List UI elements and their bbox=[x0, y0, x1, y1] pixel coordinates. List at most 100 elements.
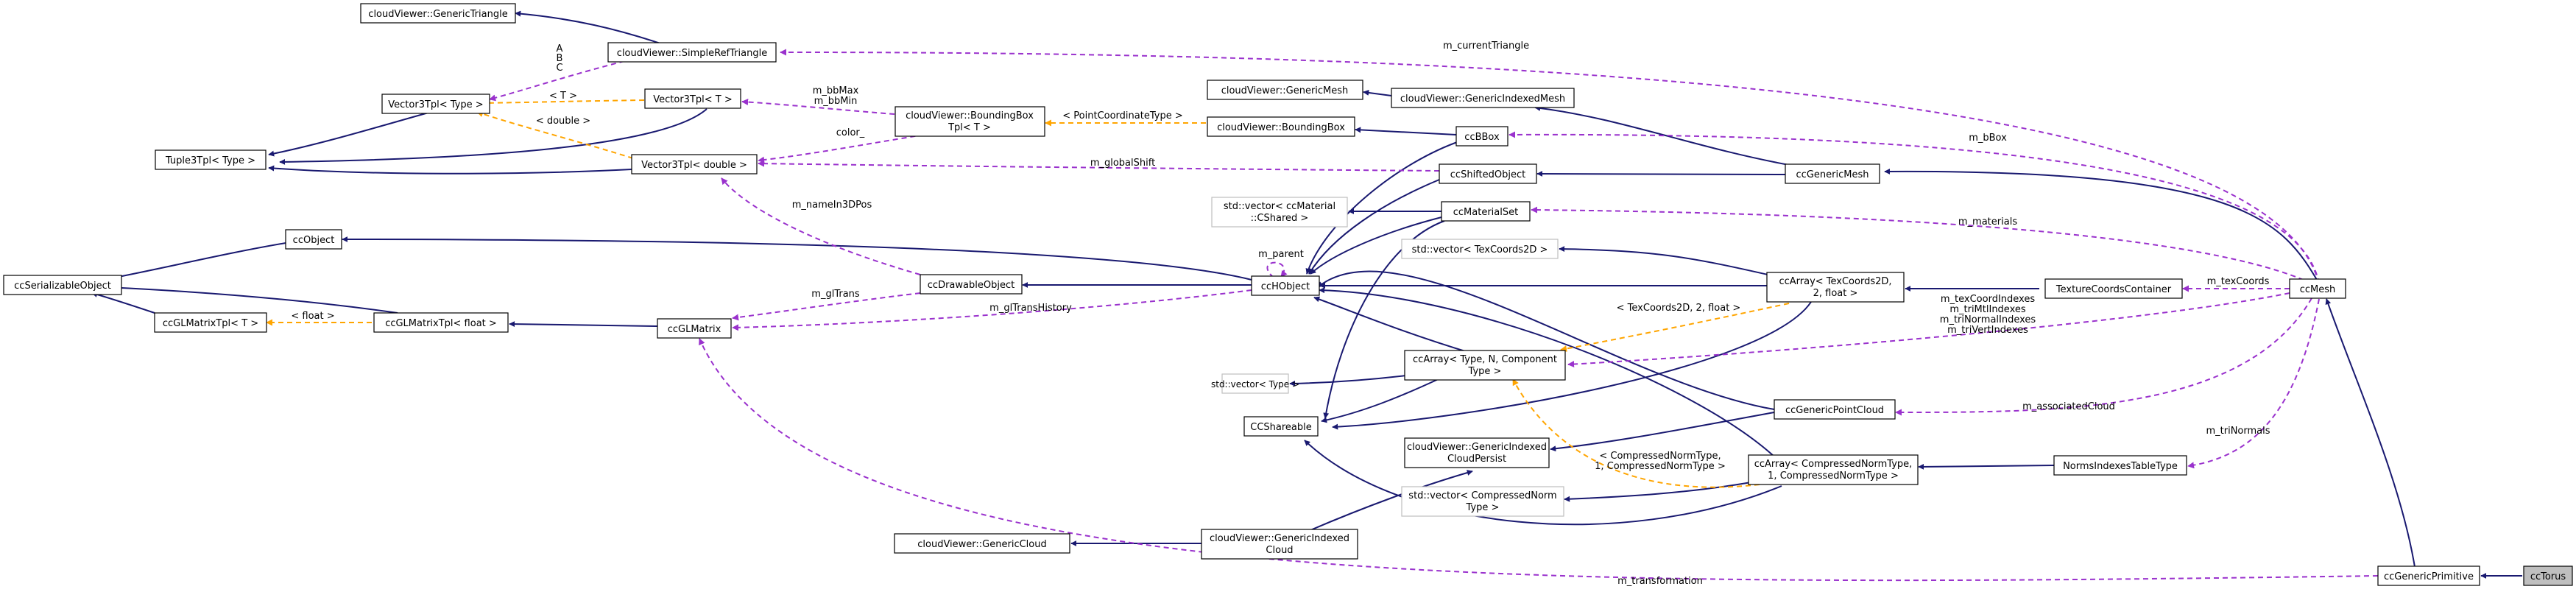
label-m-trinormalindexes: m_triNormalIndexes bbox=[1940, 314, 2036, 325]
node-ccbbox[interactable]: ccBBox bbox=[1455, 126, 1508, 147]
edge-ccarraytex-to-stdvector bbox=[1559, 246, 1775, 277]
node-ccgeneric-mesh[interactable]: ccGenericMesh bbox=[1785, 163, 1880, 184]
edge-ccmaterialset-to-cchobject bbox=[1310, 216, 1442, 275]
svg-text:ccGenericPrimitive: ccGenericPrimitive bbox=[2384, 571, 2474, 582]
edge-m-bbox: m_bBox bbox=[1508, 131, 2320, 284]
node-texture-coords-container[interactable]: TextureCoordsContainer bbox=[2044, 278, 2183, 299]
node-generic-indexed-mesh[interactable]: cloudViewer::GenericIndexedMesh bbox=[1391, 88, 1575, 108]
label-color: color_ bbox=[836, 127, 865, 138]
edge-vector3t-to-tuple3 bbox=[279, 108, 707, 165]
node-ccglmatrix[interactable]: ccGLMatrix bbox=[657, 318, 732, 339]
node-vector3tpl-t[interactable]: Vector3Tpl< T > bbox=[644, 88, 741, 109]
edge-template-texcoords: < TexCoords2D, 2, float > bbox=[1560, 303, 1790, 352]
label-m-namein3dpos: m_nameIn3DPos bbox=[792, 200, 872, 211]
label-t: < T > bbox=[549, 91, 577, 102]
edge-m-parent: m_parent bbox=[1258, 249, 1304, 278]
svg-text:cloudViewer::BoundingBox: cloudViewer::BoundingBox bbox=[1217, 122, 1345, 133]
node-std-vector-type[interactable]: std::vector< Type > bbox=[1211, 373, 1299, 394]
node-cchobject[interactable]: ccHObject bbox=[1251, 275, 1320, 296]
node-ccglmatrix-tpl-t[interactable]: ccGLMatrixTpl< T > bbox=[154, 312, 267, 333]
label-m-trivertindexes: m_triVertIndexes bbox=[1947, 325, 2028, 336]
node-vector3tpl-double[interactable]: Vector3Tpl< double > bbox=[631, 154, 758, 175]
svg-text:ccHObject: ccHObject bbox=[1261, 281, 1310, 292]
node-std-vector-compressed[interactable]: std::vector< CompressedNorm Type > bbox=[1401, 486, 1564, 517]
node-generic-indexed-cloud[interactable]: cloudViewer::GenericIndexed Cloud bbox=[1201, 529, 1358, 560]
node-bounding-box[interactable]: cloudViewer::BoundingBox bbox=[1207, 116, 1355, 137]
node-bounding-box-tpl[interactable]: cloudViewer::BoundingBox Tpl< T > bbox=[894, 106, 1045, 137]
label-m-parent: m_parent bbox=[1258, 249, 1304, 260]
node-ccshifted-object[interactable]: ccShiftedObject bbox=[1439, 163, 1537, 184]
node-ccmesh[interactable]: ccMesh bbox=[2289, 278, 2346, 299]
svg-text:Type >: Type > bbox=[1468, 366, 1502, 377]
edge-glmatrixtplt-to-serializable bbox=[91, 292, 155, 314]
node-vector3tpl-type[interactable]: Vector3Tpl< Type > bbox=[381, 94, 490, 114]
node-norms-indexes-table-type[interactable]: NormsIndexesTableType bbox=[2053, 455, 2187, 476]
edge-ccglmatrix-to-glmatrixtplfloat bbox=[509, 321, 658, 328]
edge-ccmaterialset-to-ccshareable bbox=[1323, 220, 1445, 419]
edge-ccarraycompressed-to-ccshareable bbox=[1304, 440, 1782, 526]
node-generic-cloud[interactable]: cloudViewer::GenericCloud bbox=[894, 533, 1070, 554]
svg-text:ccArray< Type, N, Component: ccArray< Type, N, Component bbox=[1413, 354, 1557, 365]
svg-text:cloudViewer::GenericCloud: cloudViewer::GenericCloud bbox=[917, 539, 1046, 550]
node-cctorus[interactable]: ccTorus bbox=[2523, 565, 2573, 586]
edge-template-t: < T > bbox=[481, 91, 645, 107]
svg-text:Cloud: Cloud bbox=[1266, 545, 1293, 556]
label-m-associatedcloud: m_associatedCloud bbox=[2022, 401, 2115, 412]
node-ccserializable-object[interactable]: ccSerializableObject bbox=[3, 275, 122, 295]
node-generic-indexed-cloud-persist[interactable]: cloudViewer::GenericIndexed CloudPersist bbox=[1404, 437, 1550, 468]
svg-text:Type >: Type > bbox=[1466, 502, 1500, 513]
node-ccshareable[interactable]: CCShareable bbox=[1243, 416, 1319, 437]
edge-genericpointcloud-to-cchobject bbox=[1317, 270, 1775, 410]
svg-text:ccSerializableObject: ccSerializableObject bbox=[14, 281, 111, 292]
svg-text:std::vector< TexCoords2D >: std::vector< TexCoords2D > bbox=[1412, 244, 1548, 256]
label-m-gltrans: m_glTrans bbox=[811, 289, 860, 300]
edge-vector3double-to-tuple3 bbox=[268, 165, 632, 175]
label-m-gltranshistory: m_glTransHistory bbox=[989, 303, 1072, 314]
edge-template-double: < double > bbox=[476, 110, 634, 159]
edge-m-associatedcloud: m_associatedCloud bbox=[1895, 297, 2312, 416]
node-ccgeneric-point-cloud[interactable]: ccGenericPointCloud bbox=[1774, 399, 1896, 420]
node-ccgeneric-primitive[interactable]: ccGenericPrimitive bbox=[2377, 565, 2480, 586]
svg-text:Vector3Tpl< double >: Vector3Tpl< double > bbox=[641, 160, 747, 171]
node-generic-mesh[interactable]: cloudViewer::GenericMesh bbox=[1207, 80, 1363, 100]
node-simple-ref-triangle[interactable]: cloudViewer::SimpleRefTriangle bbox=[607, 42, 777, 63]
edge-ccgenericmesh-to-genericindexedmesh bbox=[1534, 105, 1790, 166]
node-tuple3tpl-type[interactable]: Tuple3Tpl< Type > bbox=[155, 149, 267, 170]
edge-ccarraytype-to-cchobject bbox=[1313, 296, 1473, 354]
edge-genericpointcloud-to-cloudpersist bbox=[1550, 412, 1775, 452]
edge-m-gltrans: m_glTrans bbox=[732, 289, 921, 321]
node-ccdrawable-object[interactable]: ccDrawableObject bbox=[920, 274, 1023, 295]
node-ccarray-compressed[interactable]: ccArray< CompressedNormType, 1, Compress… bbox=[1748, 454, 1919, 485]
svg-text:ccArray< TexCoords2D,: ccArray< TexCoords2D, bbox=[1779, 276, 1891, 287]
edge-normsindexes-to-ccarraycompressed bbox=[1918, 463, 2055, 470]
svg-text:cloudViewer::GenericTriangle: cloudViewer::GenericTriangle bbox=[368, 9, 507, 20]
node-ccobject[interactable]: ccObject bbox=[285, 229, 342, 250]
label-m-bbmax: m_bbMax bbox=[813, 85, 859, 96]
svg-text:::CShared >: ::CShared > bbox=[1251, 213, 1309, 224]
svg-text:cloudViewer::GenericMesh: cloudViewer::GenericMesh bbox=[1221, 85, 1349, 96]
label-texcoords-float: < TexCoords2D, 2, float > bbox=[1617, 303, 1741, 314]
edge-ccarraytex-to-ccshareable bbox=[1332, 301, 1812, 430]
svg-text:ccGenericMesh: ccGenericMesh bbox=[1796, 169, 1869, 180]
edge-simpleref-to-generictriangle bbox=[515, 10, 663, 45]
edge-ccbbox-to-cchobject bbox=[1305, 140, 1462, 275]
svg-text:2, float >: 2, float > bbox=[1813, 288, 1858, 299]
edge-m-currenttriangle: m_currentTriangle bbox=[780, 40, 2320, 284]
label-m-texcoords: m_texCoords bbox=[2207, 276, 2270, 287]
svg-text:TextureCoordsContainer: TextureCoordsContainer bbox=[2055, 284, 2172, 295]
node-ccmaterial-set[interactable]: ccMaterialSet bbox=[1441, 201, 1531, 222]
label-m-trimtlindexes: m_triMtlIndexes bbox=[1949, 304, 2026, 315]
edge-template-float: < float > bbox=[266, 311, 372, 326]
edge-m-namein3dpos: m_nameIn3DPos bbox=[721, 177, 921, 275]
node-std-vector-material[interactable]: std::vector< ccMaterial ::CShared > bbox=[1211, 197, 1348, 228]
node-ccglmatrix-tpl-float[interactable]: ccGLMatrixTpl< float > bbox=[373, 312, 509, 333]
node-ccarray-type[interactable]: ccArray< Type, N, Component Type > bbox=[1404, 350, 1566, 381]
edge-template-compressed: < CompressedNormType, 1, CompressedNormT… bbox=[1512, 378, 1760, 488]
edge-ccarraycompressed-to-stdvector bbox=[1564, 479, 1764, 502]
svg-text:ccGenericPointCloud: ccGenericPointCloud bbox=[1785, 405, 1884, 416]
svg-text:CloudPersist: CloudPersist bbox=[1447, 454, 1506, 465]
node-generic-triangle[interactable]: cloudViewer::GenericTriangle bbox=[360, 3, 516, 24]
node-std-vector-texcoords[interactable]: std::vector< TexCoords2D > bbox=[1401, 239, 1559, 259]
node-ccarray-texcoords[interactable]: ccArray< TexCoords2D, 2, float > bbox=[1766, 272, 1905, 303]
